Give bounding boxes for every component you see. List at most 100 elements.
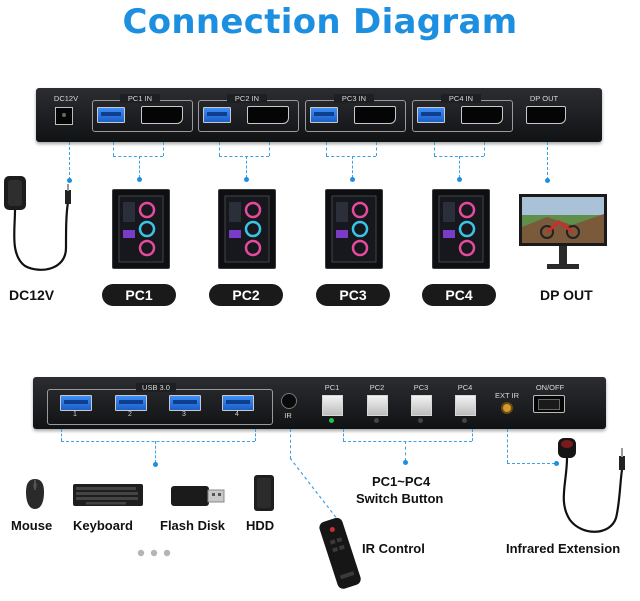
- pc3-connector-left: [326, 142, 327, 156]
- top-kvm-panel: DC12V PC1 IN PC2 IN PC3 IN PC4 IN DP OUT: [36, 88, 602, 142]
- usb-port-number: 2: [128, 411, 132, 418]
- ir-connector-diag: [286, 457, 346, 528]
- pc1-connector-join: [113, 156, 163, 157]
- usb-connector-down: [155, 441, 156, 463]
- pc1-pill: PC1: [102, 284, 176, 306]
- pc4-connector-left: [434, 142, 435, 156]
- usb-connector-right: [255, 429, 256, 441]
- pc-tower-icon: [432, 189, 490, 269]
- bottom-kvm-panel: USB 3.0 1 2 3 4 IR PC1 PC2 PC3 PC4 EXT I…: [33, 377, 606, 429]
- dc-connector-line: [69, 142, 70, 180]
- ir-sensor: [281, 393, 297, 409]
- button-label-pc4: PC4: [457, 383, 473, 392]
- switch-connector-right: [472, 429, 473, 441]
- pc3-in-label: PC3 IN: [334, 94, 374, 103]
- remote-icon: [318, 514, 364, 592]
- pc4-in-label: PC4 IN: [441, 94, 481, 103]
- usb-port-3: [169, 395, 201, 411]
- dc-port-label: DC12V: [53, 94, 79, 103]
- ir-connector-line: [290, 429, 291, 459]
- keyboard-icon: [72, 483, 144, 507]
- switch-connector-down: [405, 441, 406, 461]
- ext-ir-connector-down: [507, 429, 508, 463]
- power-switch[interactable]: [533, 395, 565, 413]
- page-title: Connection Diagram: [122, 2, 518, 42]
- usb-port-1: [60, 395, 92, 411]
- usb-label: USB 3.0: [136, 383, 176, 392]
- pc1-usb-port: [97, 107, 125, 123]
- hdd-icon: [253, 474, 275, 512]
- ext-ir-connector-dot: [554, 461, 559, 466]
- pc2-connector-join: [219, 156, 269, 157]
- dp-out-connector-dot: [545, 178, 550, 183]
- pc-tower-icon: [218, 189, 276, 269]
- pc3-connector-right: [376, 142, 377, 156]
- pc1-in-label: PC1 IN: [120, 94, 160, 103]
- power-switch-rocker: [538, 399, 560, 410]
- pc3-pill: PC3: [316, 284, 390, 306]
- pc3-dp-port: [354, 106, 396, 124]
- dp-out-caption: DP OUT: [540, 287, 593, 303]
- dp-out-label: DP OUT: [529, 94, 559, 103]
- pc4-connector-right: [484, 142, 485, 156]
- switch-connector-left: [343, 429, 344, 441]
- pc-tower-icon: [112, 189, 170, 269]
- button-label-pc3: PC3: [413, 383, 429, 392]
- pc2-pill: PC2: [209, 284, 283, 306]
- pc1-connector-dot: [137, 177, 142, 182]
- switch-connector-join: [343, 441, 472, 442]
- pc-tower-icon: [325, 189, 383, 269]
- pc2-connector-right: [269, 142, 270, 156]
- infrared-caption: Infrared Extension: [506, 541, 621, 556]
- pc2-usb-port: [203, 107, 231, 123]
- usb-port-number: 1: [73, 411, 77, 418]
- pc2-connector-left: [219, 142, 220, 156]
- pc4-dp-port: [461, 106, 503, 124]
- hdd-caption: HDD: [246, 518, 275, 533]
- pc4-pill: PC4: [422, 284, 496, 306]
- pc3-usb-port: [310, 107, 338, 123]
- ir-label: IR: [284, 411, 292, 420]
- pc2-switch-button[interactable]: [367, 395, 388, 416]
- button-label-pc2: PC2: [369, 383, 385, 392]
- pc3-switch-button[interactable]: [411, 395, 432, 416]
- pc1-switch-button[interactable]: [322, 395, 343, 416]
- flash-disk-caption: Flash Disk: [160, 518, 226, 533]
- ext-ir-jack: [501, 402, 513, 414]
- more-devices-ellipsis: [136, 544, 176, 557]
- dp-out-connector-line: [547, 142, 548, 180]
- dc-caption: DC12V: [9, 287, 55, 303]
- usb-connector-join: [61, 441, 255, 442]
- button-label-pc1: PC1: [324, 383, 340, 392]
- power-adapter-icon: [0, 170, 80, 282]
- ir-control-caption: IR Control: [362, 541, 425, 556]
- pc2-dp-port: [247, 106, 289, 124]
- mouse-caption: Mouse: [11, 518, 53, 533]
- pc4-connector-down: [459, 156, 460, 178]
- pc2-in-label: PC2 IN: [227, 94, 267, 103]
- dc-jack: [55, 107, 73, 125]
- keyboard-caption: Keyboard: [73, 518, 133, 533]
- pc1-connector-down: [139, 156, 140, 178]
- usb-port-number: 4: [235, 411, 239, 418]
- pc3-connector-down: [352, 156, 353, 178]
- ir-receiver-icon: [540, 432, 630, 540]
- pc2-connector-down: [246, 156, 247, 178]
- power-label: ON/OFF: [535, 383, 565, 392]
- pc4-switch-button[interactable]: [455, 395, 476, 416]
- dc-connector-dot: [67, 178, 72, 183]
- usb-port-2: [115, 395, 147, 411]
- flash-disk-icon: [170, 483, 226, 509]
- pc4-connector-dot: [457, 177, 462, 182]
- usb-port-4: [222, 395, 254, 411]
- pc1-connector-right: [163, 142, 164, 156]
- pc3-led: [418, 418, 423, 423]
- pc2-connector-dot: [244, 177, 249, 182]
- switch-connector-dot: [403, 460, 408, 465]
- mouse-icon: [24, 478, 46, 510]
- switch-caption-line2: Switch Button: [356, 491, 444, 506]
- pc4-led: [462, 418, 467, 423]
- pc1-connector-left: [113, 142, 114, 156]
- switch-caption-line1: PC1~PC4: [372, 474, 431, 489]
- usb-connector-dot: [153, 462, 158, 467]
